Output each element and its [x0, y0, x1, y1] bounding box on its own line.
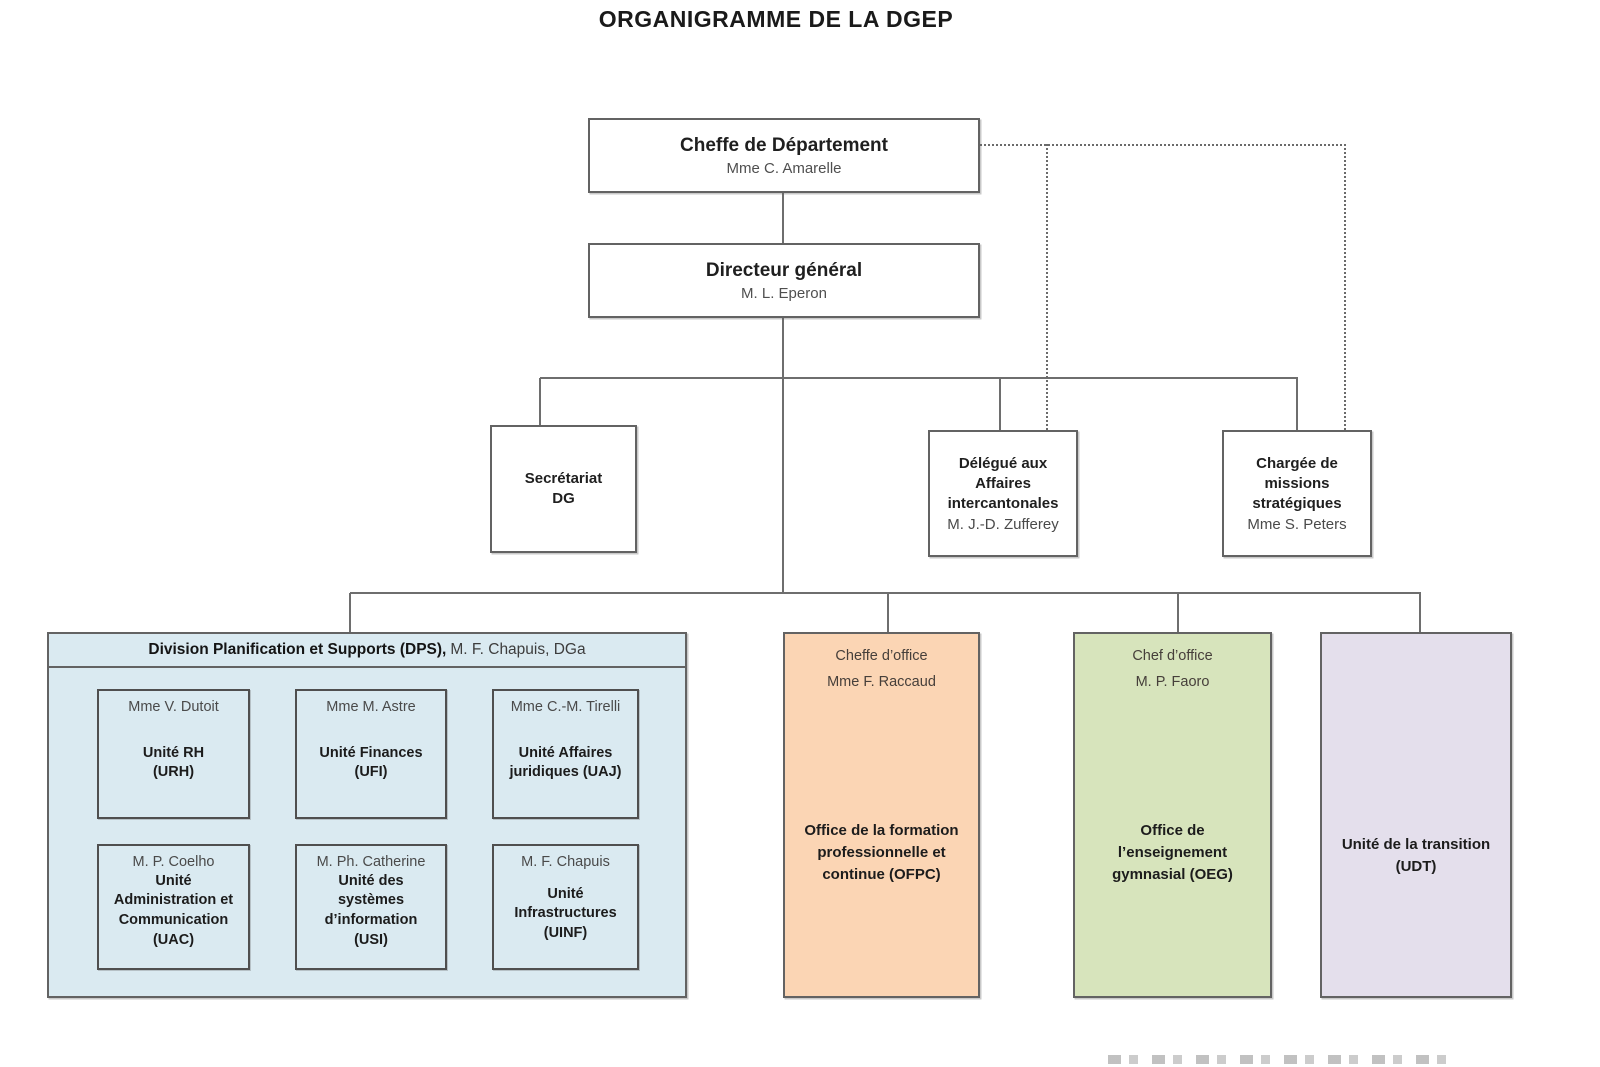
connector-to-udt	[1419, 593, 1421, 632]
office-role: Cheffe d’office	[835, 648, 928, 664]
node-title: Cheffe de Département	[680, 134, 888, 156]
page-title: ORGANIGRAMME DE LA DGEP	[598, 6, 954, 32]
office-role: Chef d’office	[1132, 648, 1213, 664]
connector-to-delegue	[999, 378, 1001, 430]
dotted-connector-to-chargee	[1344, 144, 1346, 430]
unit-label: Unité Administration et Communication (U…	[113, 872, 234, 948]
unit-uac: M. P. Coelho Unité Administration et Com…	[97, 844, 250, 970]
division-title: Division Planification et Supports (DPS)…	[148, 641, 447, 658]
office-person: Mme F. Raccaud	[827, 673, 936, 690]
unit-uaj: Mme C.-M. Tirelli Unité Affaires juridiq…	[492, 689, 639, 819]
dotted-connector-to-delegue	[1046, 144, 1048, 430]
connector-directeur-trunk	[782, 318, 784, 593]
unit-person: M. F. Chapuis	[521, 854, 610, 870]
unit-person: Mme C.-M. Tirelli	[510, 699, 621, 715]
unit-label: Unité Affaires juridiques (UAJ)	[509, 744, 622, 781]
node-person: M. L. Eperon	[741, 284, 827, 302]
unit-label: Unité Finances (UFI)	[319, 744, 423, 781]
office-person: M. P. Faoro	[1135, 673, 1210, 690]
division-head-person: M. F. Chapuis, DGa	[450, 641, 586, 658]
unit-label: Unité RH (URH)	[142, 744, 205, 781]
connector-to-chargee	[1296, 378, 1298, 430]
node-division-dps: Division Planification et Supports (DPS)…	[47, 632, 687, 998]
node-title: Chargée de missions stratégiques	[1252, 454, 1342, 513]
connector-to-secretariat	[539, 378, 541, 425]
unit-label: Unité des systèmes d’information (USI)	[324, 872, 418, 948]
unit-person: Mme V. Dutoit	[128, 699, 219, 715]
unit-uinf: M. F. Chapuis Unité Infrastructures (UIN…	[492, 844, 639, 970]
connector-to-ofpc	[887, 593, 889, 632]
node-directeur-general: Directeur général M. L. Eperon	[588, 243, 980, 318]
office-name: Unité de la transition (UDT)	[1341, 836, 1491, 875]
node-cheffe-departement: Cheffe de Département Mme C. Amarelle	[588, 118, 980, 193]
node-person: Mme C. Amarelle	[726, 159, 842, 177]
node-person: Mme S. Peters	[1247, 516, 1347, 534]
unit-urh: Mme V. Dutoit Unité RH (URH)	[97, 689, 250, 819]
unit-ufi: Mme M. Astre Unité Finances (UFI)	[295, 689, 447, 819]
node-title: Délégué aux Affaires intercantonales	[947, 454, 1059, 513]
office-name: Office de la formation professionnelle e…	[804, 822, 959, 883]
node-delegue-affaires-intercantonales: Délégué aux Affaires intercantonales M. …	[928, 430, 1078, 557]
node-title: Directeur général	[705, 259, 863, 281]
dotted-connector-horizontal	[980, 144, 1346, 146]
node-udt: Unité de la transition (UDT)	[1320, 632, 1512, 998]
connector-cheffe-directeur	[782, 193, 784, 243]
unit-person: M. Ph. Catherine	[316, 854, 426, 870]
clipped-text-fragment	[1108, 1055, 1448, 1064]
connector-to-division	[349, 593, 351, 632]
node-secretariat-dg: Secrétariat DG	[490, 425, 637, 553]
office-name: Office de l’enseignement gymnasial (OEG)	[1112, 822, 1233, 883]
connector-to-oeg	[1177, 593, 1179, 632]
division-header: Division Planification et Supports (DPS)…	[49, 634, 685, 668]
unit-person: Mme M. Astre	[326, 699, 416, 715]
unit-label: Unité Infrastructures (UINF)	[514, 885, 617, 941]
unit-person: M. P. Coelho	[132, 854, 215, 870]
node-title: Secrétariat DG	[524, 469, 603, 507]
node-person: M. J.-D. Zufferey	[947, 516, 1059, 534]
node-chargee-missions-strategiques: Chargée de missions stratégiques Mme S. …	[1222, 430, 1372, 557]
unit-usi: M. Ph. Catherine Unité des systèmes d’in…	[295, 844, 447, 970]
connector-level1-horizontal	[540, 377, 1298, 379]
node-ofpc: Cheffe d’office Mme F. Raccaud Office de…	[783, 632, 980, 998]
connector-level2-horizontal	[350, 592, 1421, 594]
node-oeg: Chef d’office M. P. Faoro Office de l’en…	[1073, 632, 1272, 998]
